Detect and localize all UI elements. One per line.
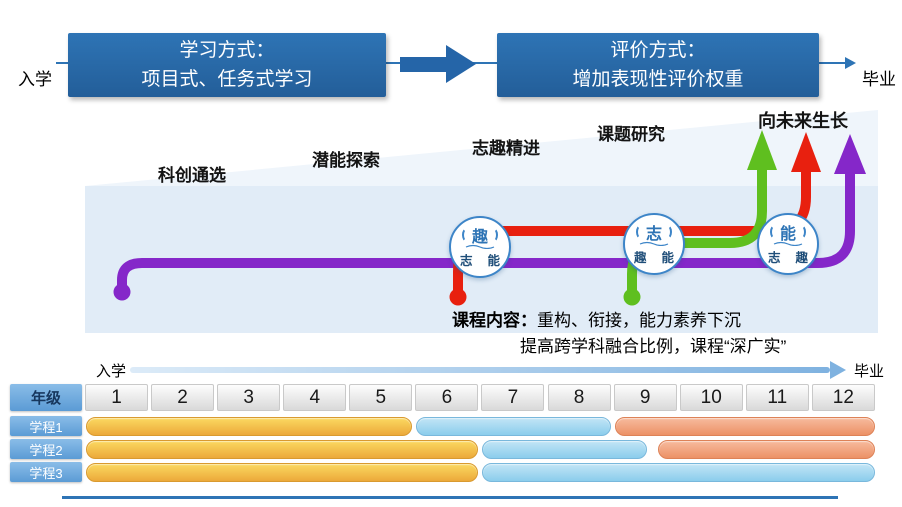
station-1-top: 趣 (461, 226, 498, 246)
top-start-label: 入学 (18, 70, 52, 89)
program-bar-salmon (657, 439, 875, 459)
stage-label-4: 课题研究 (597, 125, 665, 144)
grade-cell: 12 (811, 384, 875, 411)
course-content-line2: 提高跨学科融合比例，课程“深广实” (520, 337, 787, 356)
timeline-line (130, 367, 830, 373)
bottom-rule-line (62, 496, 838, 499)
learning-method-desc: 项目式、任务式学习 (141, 69, 313, 90)
program-bar-salmon (614, 416, 875, 436)
grade-cell: 7 (481, 384, 545, 411)
program-bar-blue (416, 416, 611, 436)
station-2-top: 志 (635, 223, 672, 243)
station-3-top-char: 能 (779, 225, 796, 243)
grade-cell: 2 (151, 384, 215, 411)
program-bar-yellow (86, 439, 479, 459)
grade-cell: 11 (745, 384, 809, 411)
station-3-bottom-right-char: 趣 (795, 250, 809, 265)
grade-cell: 1 (85, 384, 148, 411)
cycle-arc-icon (635, 224, 645, 239)
stage-label-2: 潜能探索 (312, 151, 380, 170)
red-start-dot (449, 288, 467, 306)
grade-cell: 3 (217, 384, 281, 411)
stage-label-5: 向未来生长 (758, 111, 848, 131)
learning-method-title: 学习方式： (179, 39, 275, 61)
evaluation-method-title: 评价方式： (610, 39, 706, 61)
course-content-line1-wrap: 课程内容：重构、衔接，能力素养下沉 (452, 308, 786, 334)
purple-arrowhead-icon (834, 134, 866, 174)
station-2: 志 趣 能 (623, 213, 685, 275)
grade-cell: 9 (613, 384, 677, 411)
station-2-bottom-right-char: 能 (661, 250, 675, 265)
timeline-start-label: 入学 (96, 363, 127, 380)
green-start-dot (623, 288, 641, 306)
grade-cell: 10 (679, 384, 743, 411)
red-arrowhead-icon (791, 132, 821, 172)
cycle-arc-icon (663, 224, 672, 239)
evaluation-method-box: 评价方式： 增加表现性评价权重 (497, 33, 819, 97)
station-1-bottom: 志 能 (460, 250, 500, 269)
station-2-bottom: 趣 能 (634, 247, 674, 266)
station-2-bottom-left-char: 趣 (633, 250, 647, 265)
station-1-bottom-left-char: 志 (459, 253, 473, 268)
timeline-end-label: 毕业 (854, 363, 885, 380)
grade-cell: 4 (283, 384, 347, 411)
program-3-header-cell: 学程3 (10, 462, 82, 482)
grade-cell: 5 (349, 384, 413, 411)
top-flow-arrowhead-icon (845, 57, 856, 69)
block-arrow-head-icon (446, 45, 476, 83)
course-content-label: 课程内容： (452, 311, 537, 330)
program-row: 学程3 (0, 462, 902, 483)
learning-method-box: 学习方式： 项目式、任务式学习 (68, 33, 386, 97)
purple-start-dot (113, 283, 131, 301)
program-2-header-cell: 学程2 (10, 439, 82, 459)
station-3-bottom-left-char: 志 (767, 250, 781, 265)
wave-divider-icon (465, 244, 495, 249)
program-bar-blue (482, 439, 647, 459)
course-content-line1: 重构、衔接，能力素养下沉 (537, 311, 741, 330)
station-1: 趣 志 能 (449, 216, 511, 278)
program-row: 学程1 (0, 416, 902, 437)
stage-label-1: 科创通选 (158, 166, 226, 185)
cycle-arc-icon (769, 224, 779, 239)
top-end-label: 毕业 (862, 70, 896, 89)
program-bar-yellow (86, 462, 479, 482)
stage-label-3: 志趣精进 (472, 139, 540, 158)
program-bar-blue (482, 462, 875, 482)
station-1-top-char: 趣 (471, 228, 488, 246)
block-arrow-shaft (400, 57, 446, 72)
wave-divider-icon (639, 241, 669, 246)
cycle-arc-icon (461, 227, 471, 242)
station-2-top-char: 志 (645, 225, 662, 243)
program-1-header-cell: 学程1 (10, 416, 82, 436)
program-row: 学程2 (0, 439, 902, 460)
program-bar-yellow (86, 416, 413, 436)
grade-cell: 6 (415, 384, 479, 411)
green-arrowhead-icon (747, 130, 777, 170)
cycle-arc-icon (797, 224, 806, 239)
timeline-arrowhead-icon (830, 361, 846, 379)
course-content-text: 课程内容：重构、衔接，能力素养下沉 提高跨学科融合比例，课程“深广实” (452, 308, 786, 360)
station-3-top: 能 (769, 223, 806, 243)
grade-cell: 8 (547, 384, 611, 411)
station-1-bottom-right-char: 能 (487, 253, 501, 268)
grade-header-cell: 年级 (10, 384, 82, 411)
evaluation-method-desc: 增加表现性评价权重 (572, 69, 744, 90)
cycle-arc-icon (489, 227, 498, 242)
station-3: 能 志 趣 (757, 213, 819, 275)
wave-divider-icon (773, 241, 803, 246)
station-3-bottom: 志 趣 (768, 247, 808, 266)
